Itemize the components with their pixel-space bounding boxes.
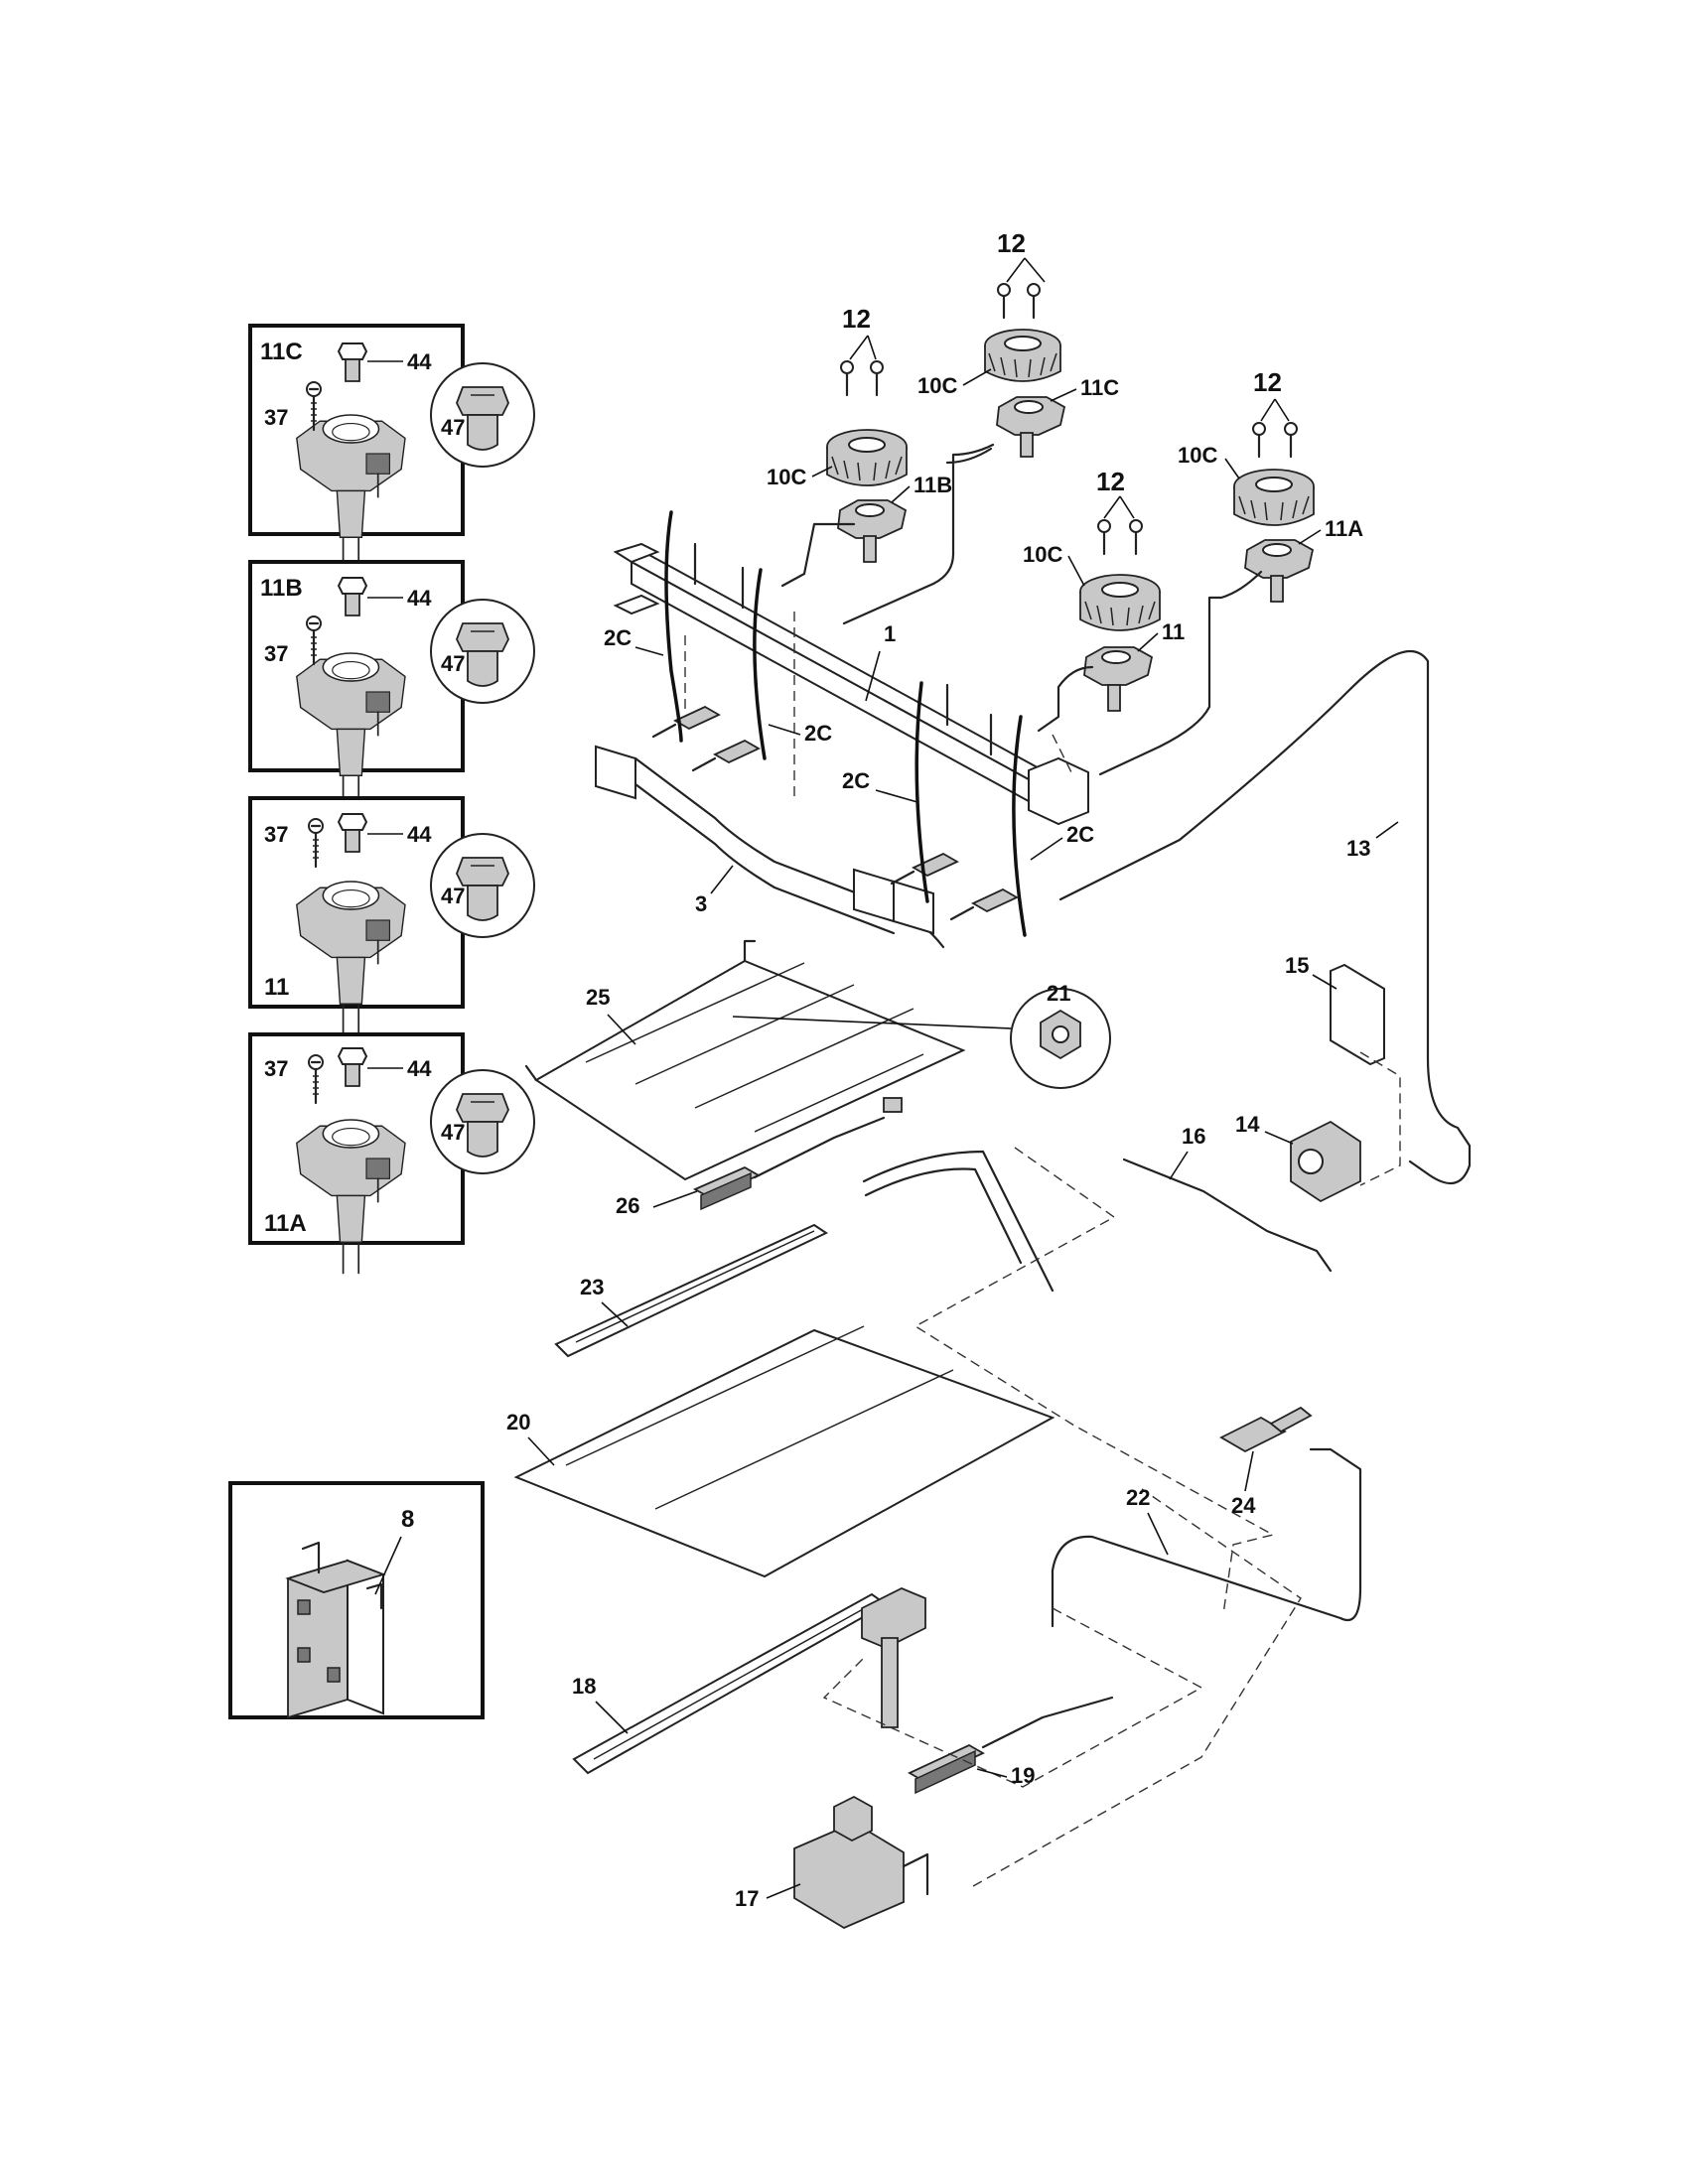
inset-title: 11C bbox=[260, 339, 303, 365]
part-label: 11C bbox=[1080, 375, 1119, 400]
part-label: 37 bbox=[264, 1056, 288, 1081]
part-label: 13 bbox=[1346, 836, 1370, 861]
inset-title: 11A bbox=[264, 1210, 307, 1237]
part-label: 44 bbox=[407, 586, 432, 611]
part-label: 37 bbox=[264, 405, 288, 430]
part-label: 1 bbox=[884, 621, 896, 646]
inset-title: 11B bbox=[260, 575, 303, 602]
inset-valve-11b: 11B 44 37 47 bbox=[248, 560, 535, 808]
part-label: 15 bbox=[1285, 953, 1309, 978]
part-label: 47 bbox=[441, 415, 465, 440]
part-label: 2C bbox=[1066, 822, 1094, 847]
inset-valve-11c: 11C 44 37 47 bbox=[248, 324, 535, 570]
part-label: 37 bbox=[264, 822, 288, 847]
part-label: 11 bbox=[1162, 619, 1185, 644]
part-label: 23 bbox=[580, 1275, 604, 1299]
part-label: 37 bbox=[264, 641, 288, 666]
part-label: 10C bbox=[1178, 443, 1217, 468]
part-label: 3 bbox=[695, 891, 707, 916]
inset-valve-11a: 11A 44 37 47 bbox=[248, 1032, 535, 1275]
part-label: 10C bbox=[767, 465, 806, 489]
part-label: 22 bbox=[1126, 1485, 1150, 1510]
part-label: 47 bbox=[441, 651, 465, 676]
part-label: 11B bbox=[914, 473, 952, 497]
inset-title: 11 bbox=[264, 974, 289, 1001]
part-label: 44 bbox=[407, 822, 432, 847]
part-label: 24 bbox=[1231, 1493, 1256, 1518]
part-label: 18 bbox=[572, 1674, 596, 1699]
part-label: 47 bbox=[441, 884, 465, 908]
part-label: 44 bbox=[407, 1056, 432, 1081]
inset-spark-module-8: 8 bbox=[228, 1481, 485, 1719]
manifold-assembly bbox=[595, 510, 1089, 949]
part-label: 20 bbox=[506, 1410, 530, 1434]
part-callouts: 12 12 12 12 10C 10C 10C 10C 11C 11B 11 1… bbox=[506, 228, 1399, 1911]
part-label: 12 bbox=[997, 228, 1026, 258]
part-label: 12 bbox=[1253, 367, 1282, 397]
part-label: 25 bbox=[586, 985, 610, 1010]
part-label: 11A bbox=[1325, 516, 1363, 541]
part-label: 26 bbox=[616, 1193, 639, 1218]
part-label: 2C bbox=[604, 625, 632, 650]
broil-bake-assembly bbox=[513, 939, 1401, 1930]
part-label: 44 bbox=[407, 349, 432, 374]
part-label: 17 bbox=[735, 1886, 759, 1911]
burner-heads bbox=[826, 257, 1315, 712]
part-label: 10C bbox=[1023, 542, 1062, 567]
part-label: 16 bbox=[1182, 1124, 1205, 1149]
part-label: 10C bbox=[917, 373, 957, 398]
part-label: 8 bbox=[401, 1506, 414, 1533]
inset-valve-11: 11 44 37 47 bbox=[248, 796, 535, 1036]
part-label: 14 bbox=[1235, 1112, 1260, 1137]
part-label: 2C bbox=[804, 721, 832, 746]
burner-feed-tubes bbox=[780, 443, 1472, 1185]
part-label: 21 bbox=[1047, 981, 1070, 1006]
part-label: 2C bbox=[842, 768, 870, 793]
part-label: 47 bbox=[441, 1120, 465, 1145]
part-label: 19 bbox=[1011, 1763, 1035, 1788]
part-label: 12 bbox=[1096, 467, 1125, 496]
part-label: 12 bbox=[842, 304, 871, 334]
